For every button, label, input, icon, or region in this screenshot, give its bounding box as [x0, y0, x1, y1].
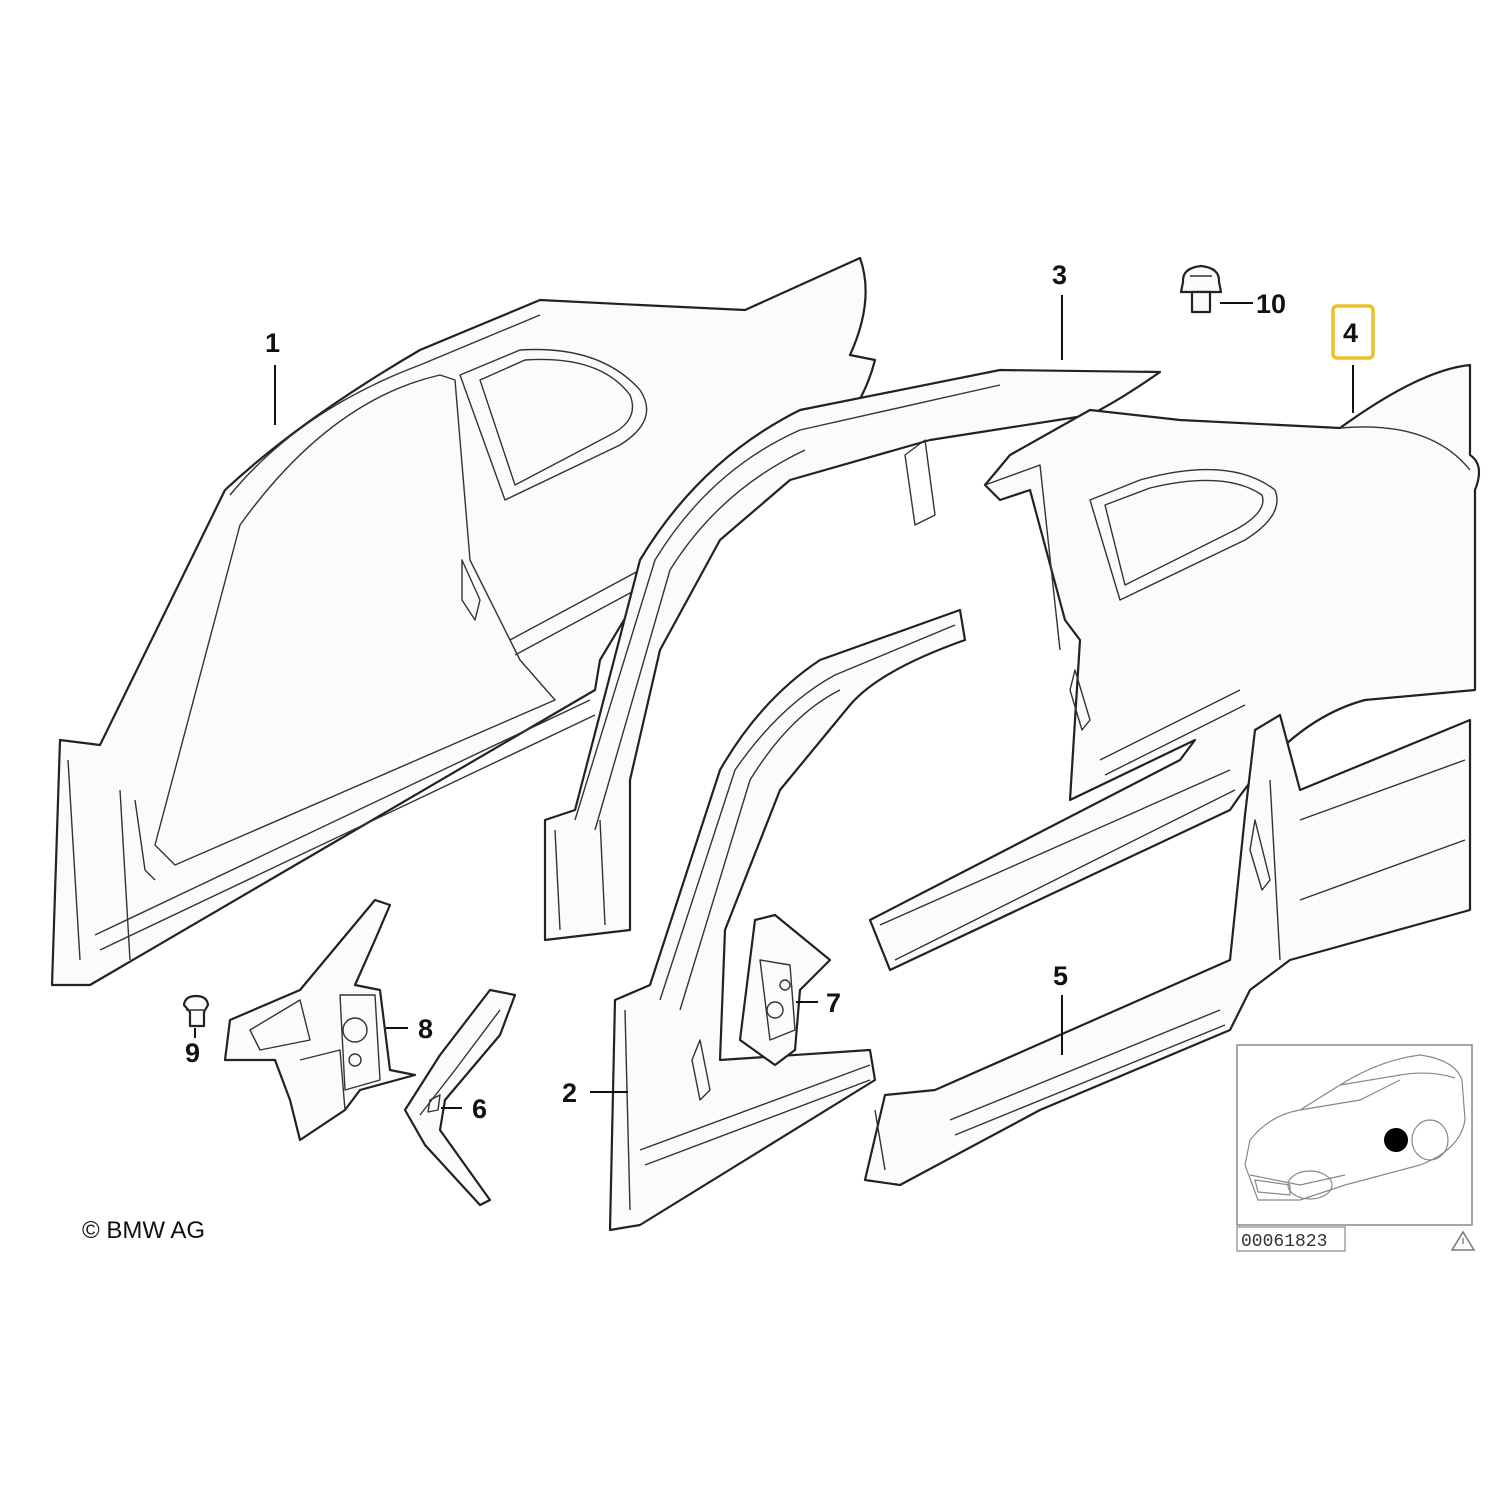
part-1-side-frame[interactable] [50, 256, 877, 987]
part-2-inner-frame[interactable] [608, 608, 967, 1232]
callout-3[interactable]: 3 [1052, 260, 1067, 290]
part-7-bracket[interactable] [738, 913, 832, 1067]
leader-lines [194, 295, 1354, 1109]
callout-8[interactable]: 8 [418, 1014, 433, 1044]
callout-5[interactable]: 5 [1053, 961, 1068, 991]
reference-code: 00061823 [1241, 1232, 1327, 1252]
callout-7[interactable]: 7 [826, 988, 841, 1018]
part-4-side-panel-rear[interactable] [868, 363, 1481, 972]
callout-1[interactable]: 1 [265, 328, 280, 358]
callout-labels: 1 2 3 4 5 6 7 8 9 10 [185, 260, 1375, 1124]
part-10-clip-nut[interactable] [1179, 264, 1223, 314]
part-8-reinforcement[interactable] [223, 898, 417, 1142]
callout-9[interactable]: 9 [185, 1038, 200, 1068]
callout-2[interactable]: 2 [562, 1078, 577, 1108]
part-9-clip[interactable] [182, 994, 210, 1028]
callout-4-highlight [1331, 304, 1375, 360]
callout-10[interactable]: 10 [1256, 289, 1286, 319]
copyright-label: © BMW AG [82, 1217, 205, 1244]
part-5-rocker-panel[interactable] [863, 713, 1472, 1187]
locator-dot-icon [1384, 1128, 1408, 1152]
warning-triangle-icon [1450, 1230, 1476, 1251]
reference-code-box [1236, 1226, 1346, 1252]
callout-6[interactable]: 6 [472, 1094, 487, 1124]
callout-4[interactable]: 4 [1343, 318, 1358, 348]
part-6-pillar-bracket[interactable] [403, 988, 517, 1207]
vehicle-locator-thumbnail [1236, 1044, 1473, 1226]
